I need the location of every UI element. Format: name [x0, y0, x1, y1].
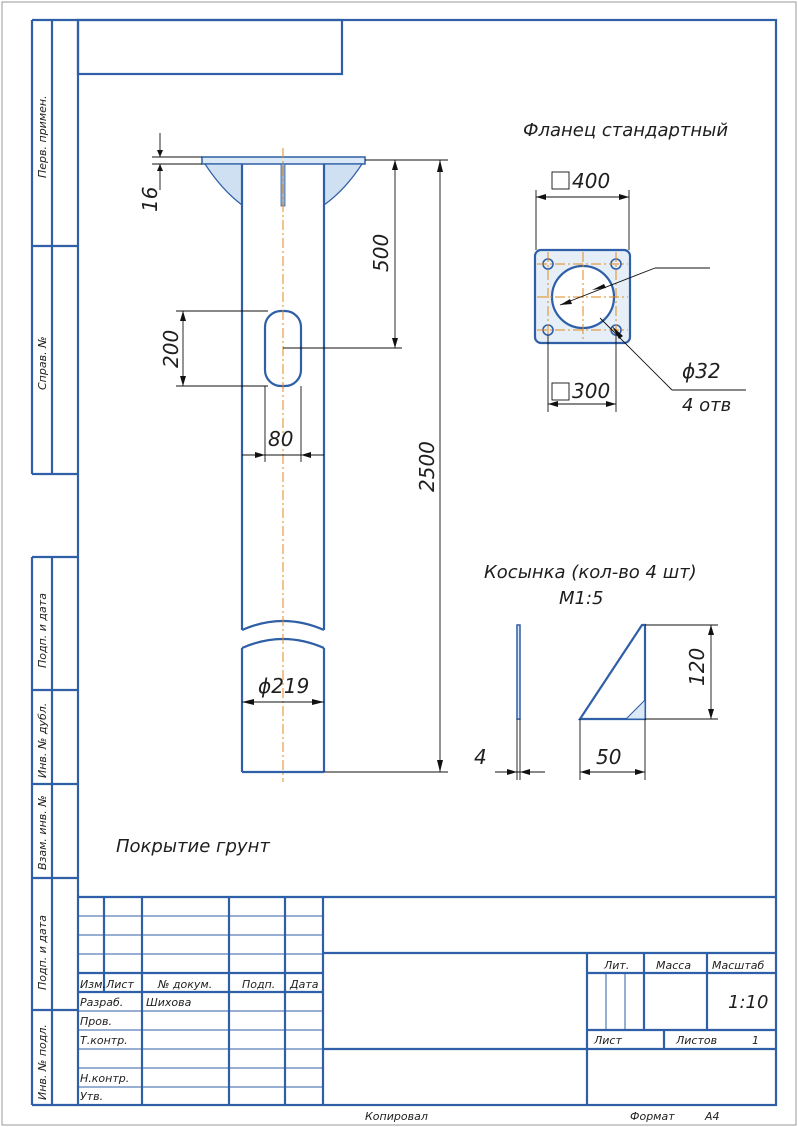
top-left-box [76, 18, 344, 76]
dim-slot-offset: 500 [369, 234, 393, 272]
dim-flange-thickness: 16 [138, 187, 162, 212]
flange-dim-hole-diameter: ϕ32 [682, 359, 721, 383]
tb-col-doc: № докум. [157, 978, 212, 991]
tb-col-data: Дата [289, 978, 319, 991]
tb-row-razrab: Разраб. [80, 996, 123, 1009]
footer-kopiroval: Копировал [365, 1110, 428, 1123]
dim-total-length: 2500 [415, 441, 439, 492]
flange-drawing: Фланец стандартный 400 ϕ32 4 отв [523, 120, 746, 416]
tb-row-nkontr: Н.контр. [80, 1072, 129, 1085]
pole-gusset-right [323, 163, 364, 207]
flange-dim-hole-count: 4 отв [682, 395, 731, 416]
footer-format-value: А4 [704, 1110, 720, 1123]
tb-col-podp: Подп. [242, 978, 275, 991]
stamp-podp-data-1: Подп. и дата [36, 593, 49, 668]
tb-list: Лист [593, 1034, 622, 1047]
main-frame [76, 18, 778, 1107]
gusset-dim-thickness: 4 [474, 745, 487, 769]
tb-lit: Лит. [603, 959, 629, 972]
stamp-perv-primen: Перв. примен. [36, 95, 49, 178]
stamp-inv-dubl: Инв. № дубл. [36, 703, 49, 778]
tb-col-list: Лист [105, 978, 134, 991]
tb-col-izm: Изм. [80, 978, 106, 991]
tb-row-utv: Утв. [80, 1090, 103, 1103]
gusset-dim-height: 120 [685, 648, 709, 686]
pole-drawing [201, 148, 366, 782]
gusset-title: Косынка (кол-во 4 шт) [484, 562, 697, 583]
stamp-sprav-no: Справ. № [36, 336, 49, 390]
footer-format: Формат [630, 1110, 675, 1123]
gusset-front-view [577, 623, 647, 721]
dim-slot-width: 80 [268, 427, 293, 451]
flange-dim-outer: 400 [572, 169, 610, 193]
tb-massa: Масса [656, 959, 691, 972]
flange-dim-holes: 300 [572, 379, 610, 403]
coating-note: Покрытие грунт [116, 836, 270, 857]
gusset-dim-width: 50 [596, 745, 621, 769]
tb-listov: Листов [675, 1034, 717, 1047]
tb-row-prov: Пров. [80, 1015, 112, 1028]
tb-scale-value: 1:10 [728, 992, 768, 1013]
stamp-vzam-inv: Взам. инв. № [36, 795, 49, 870]
tb-razrab-name: Шихова [146, 996, 192, 1009]
gusset-scale: М1:5 [559, 588, 604, 609]
title-block: Изм. Лист № докум. Подп. Дата Разраб. Ши… [78, 895, 776, 1105]
dim-diameter: ϕ219 [258, 674, 309, 698]
gusset-side-view [516, 624, 521, 720]
tb-masshtab: Масштаб [712, 959, 764, 972]
gusset-drawing: Косынка (кол-во 4 шт) М1:5 4 120 50 [474, 562, 718, 780]
pole-gusset-left [203, 163, 243, 207]
tb-listov-value: 1 [752, 1034, 759, 1047]
flange-title: Фланец стандартный [523, 120, 728, 141]
side-stamp: Перв. примен. Справ. № Подп. и дата Инв.… [30, 18, 78, 1107]
pole-dimensions: 16 500 200 80 2500 ϕ219 [138, 133, 448, 773]
dim-slot-height: 200 [159, 330, 183, 368]
stamp-inv-podl: Инв. № подл. [36, 1024, 49, 1100]
tb-row-tkontr: Т.контр. [80, 1034, 128, 1047]
stamp-podp-data-2: Подп. и дата [36, 915, 49, 990]
